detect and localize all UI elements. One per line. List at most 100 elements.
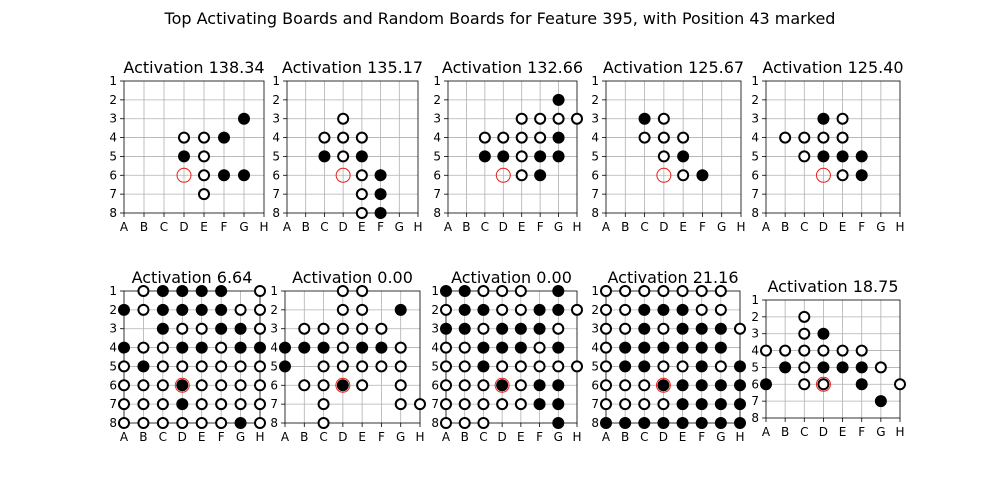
white-piece — [638, 285, 651, 297]
white-piece — [619, 379, 632, 392]
white-piece — [394, 398, 407, 411]
x-tick-label: C — [800, 220, 808, 234]
white-piece — [234, 360, 247, 373]
white-piece — [657, 398, 670, 411]
white-piece — [798, 131, 811, 144]
white-piece — [477, 322, 490, 335]
black-piece — [552, 150, 565, 163]
x-tick-label: C — [160, 220, 168, 234]
white-piece — [254, 398, 266, 411]
black-piece — [817, 112, 830, 125]
white-piece — [619, 398, 632, 411]
y-tick-label: 4 — [751, 131, 759, 145]
x-tick-label: D — [819, 425, 828, 439]
black-piece — [657, 417, 670, 429]
black-piece — [534, 150, 547, 163]
white-piece — [600, 360, 612, 373]
white-piece — [478, 131, 491, 144]
y-tick-label: 6 — [431, 378, 439, 392]
y-tick-label: 3 — [270, 322, 278, 336]
y-tick-label: 8 — [433, 206, 441, 220]
panel-title: Activation 21.16 — [608, 268, 739, 287]
black-piece — [118, 303, 130, 316]
black-piece — [676, 379, 689, 392]
white-piece — [798, 344, 811, 357]
black-piece — [533, 398, 546, 411]
white-piece — [533, 360, 546, 373]
white-piece — [695, 303, 708, 316]
black-piece — [676, 341, 689, 354]
white-piece — [695, 285, 708, 297]
x-tick-label: B — [621, 430, 629, 444]
white-piece — [458, 341, 471, 354]
x-tick-label: A — [762, 220, 771, 234]
y-tick-label: 4 — [109, 131, 117, 145]
white-piece — [514, 285, 527, 297]
black-piece — [514, 322, 527, 335]
x-tick-label: B — [462, 220, 470, 234]
x-tick-label: B — [140, 220, 148, 234]
black-piece — [638, 303, 651, 316]
y-tick-label: 3 — [272, 112, 280, 126]
white-piece — [798, 361, 811, 374]
white-piece — [779, 131, 792, 144]
y-tick-label: 8 — [109, 416, 117, 430]
y-tick-label: 4 — [433, 131, 441, 145]
white-piece — [440, 379, 452, 392]
y-tick-label: 7 — [109, 187, 117, 201]
black-piece — [195, 303, 208, 316]
white-piece — [619, 322, 632, 335]
white-piece — [497, 131, 510, 144]
white-piece — [298, 379, 311, 392]
white-piece — [337, 150, 350, 163]
white-piece — [317, 322, 330, 335]
x-tick-label: F — [537, 220, 544, 234]
black-piece — [234, 322, 247, 335]
black-piece — [734, 379, 746, 392]
white-piece — [195, 417, 208, 429]
black-piece — [477, 303, 490, 316]
x-tick-label: E — [358, 220, 366, 234]
y-tick-label: 3 — [109, 112, 117, 126]
x-tick-label: G — [716, 430, 725, 444]
white-piece — [657, 131, 670, 144]
x-tick-label: C — [319, 430, 327, 444]
black-piece — [534, 169, 547, 182]
y-tick-label: 7 — [109, 397, 117, 411]
black-piece — [817, 150, 830, 163]
black-piece — [440, 285, 452, 297]
x-tick-label: A — [283, 220, 292, 234]
x-tick-label: G — [876, 220, 885, 234]
white-piece — [118, 379, 130, 392]
black-piece — [552, 417, 565, 429]
white-piece — [298, 322, 311, 335]
black-piece — [234, 417, 247, 429]
white-piece — [600, 322, 612, 335]
x-tick-label: H — [572, 220, 581, 234]
panel-title: Activation 138.34 — [123, 58, 264, 77]
black-piece — [855, 150, 868, 163]
x-tick-label: G — [554, 430, 563, 444]
white-piece — [600, 303, 612, 316]
white-piece — [638, 131, 651, 144]
x-tick-label: G — [395, 220, 404, 234]
y-tick-label: 4 — [591, 131, 599, 145]
x-tick-label: E — [679, 430, 687, 444]
white-piece — [638, 398, 651, 411]
y-tick-label: 2 — [751, 310, 759, 324]
y-tick-label: 6 — [751, 377, 759, 391]
black-piece — [394, 303, 407, 316]
y-tick-label: 8 — [591, 416, 599, 430]
axes-frame — [605, 290, 741, 424]
white-piece — [676, 360, 689, 373]
y-tick-label: 5 — [591, 359, 599, 373]
x-tick-label: B — [302, 220, 310, 234]
y-tick-label: 1 — [433, 74, 441, 88]
white-piece — [254, 285, 266, 297]
white-piece — [356, 322, 369, 335]
y-tick-label: 8 — [270, 416, 278, 430]
